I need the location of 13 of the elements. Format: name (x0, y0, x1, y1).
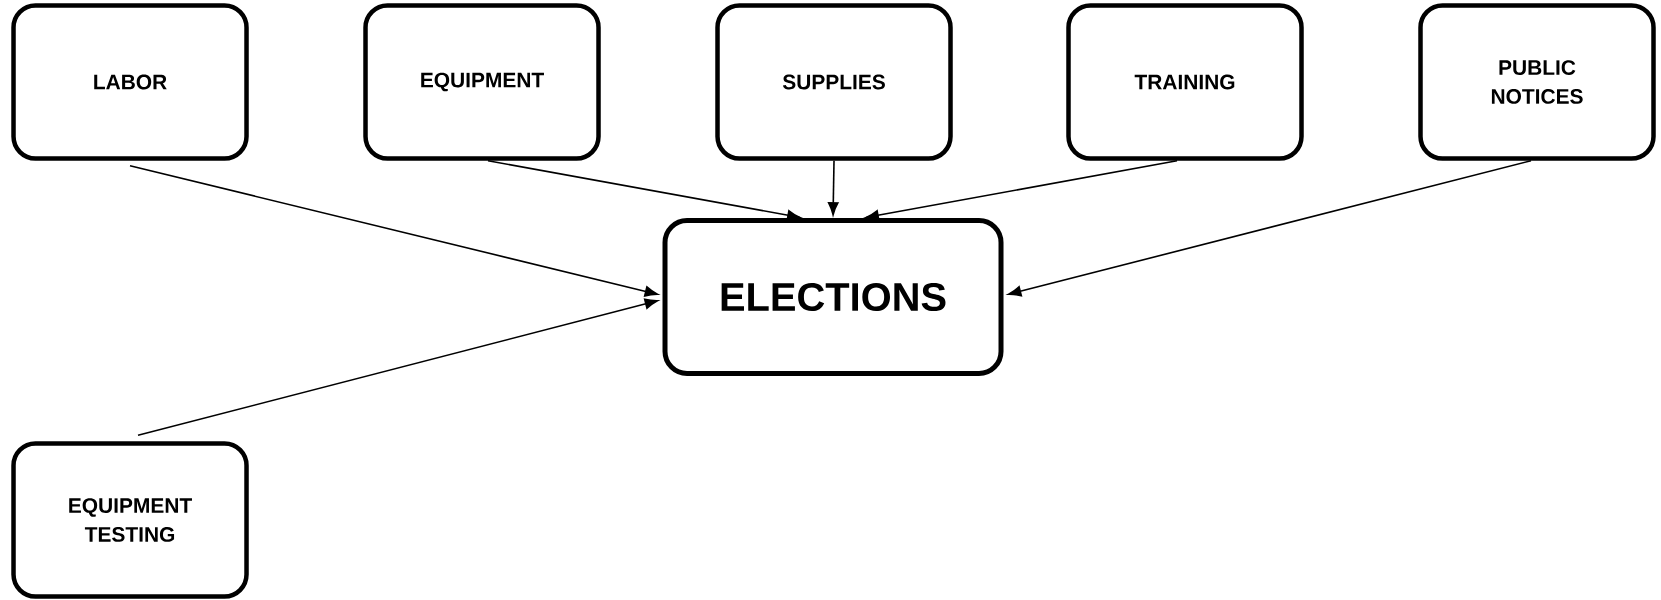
arrow (137, 298, 659, 437)
process-box: SUPPLIES (715, 3, 953, 161)
arrow (827, 159, 839, 216)
process-box: PUBLIC NOTICES (1418, 3, 1656, 161)
process-box: LABOR (11, 3, 249, 161)
process-box: EQUIPMENT (363, 3, 601, 161)
process-box: ELECTIONS (662, 218, 1004, 376)
process-box: EQUIPMENT TESTING (11, 441, 249, 599)
arrow (129, 164, 659, 297)
arrow (487, 159, 801, 221)
process-box: TRAINING (1066, 3, 1304, 161)
arrow (1007, 159, 1532, 297)
arrow (865, 159, 1178, 221)
